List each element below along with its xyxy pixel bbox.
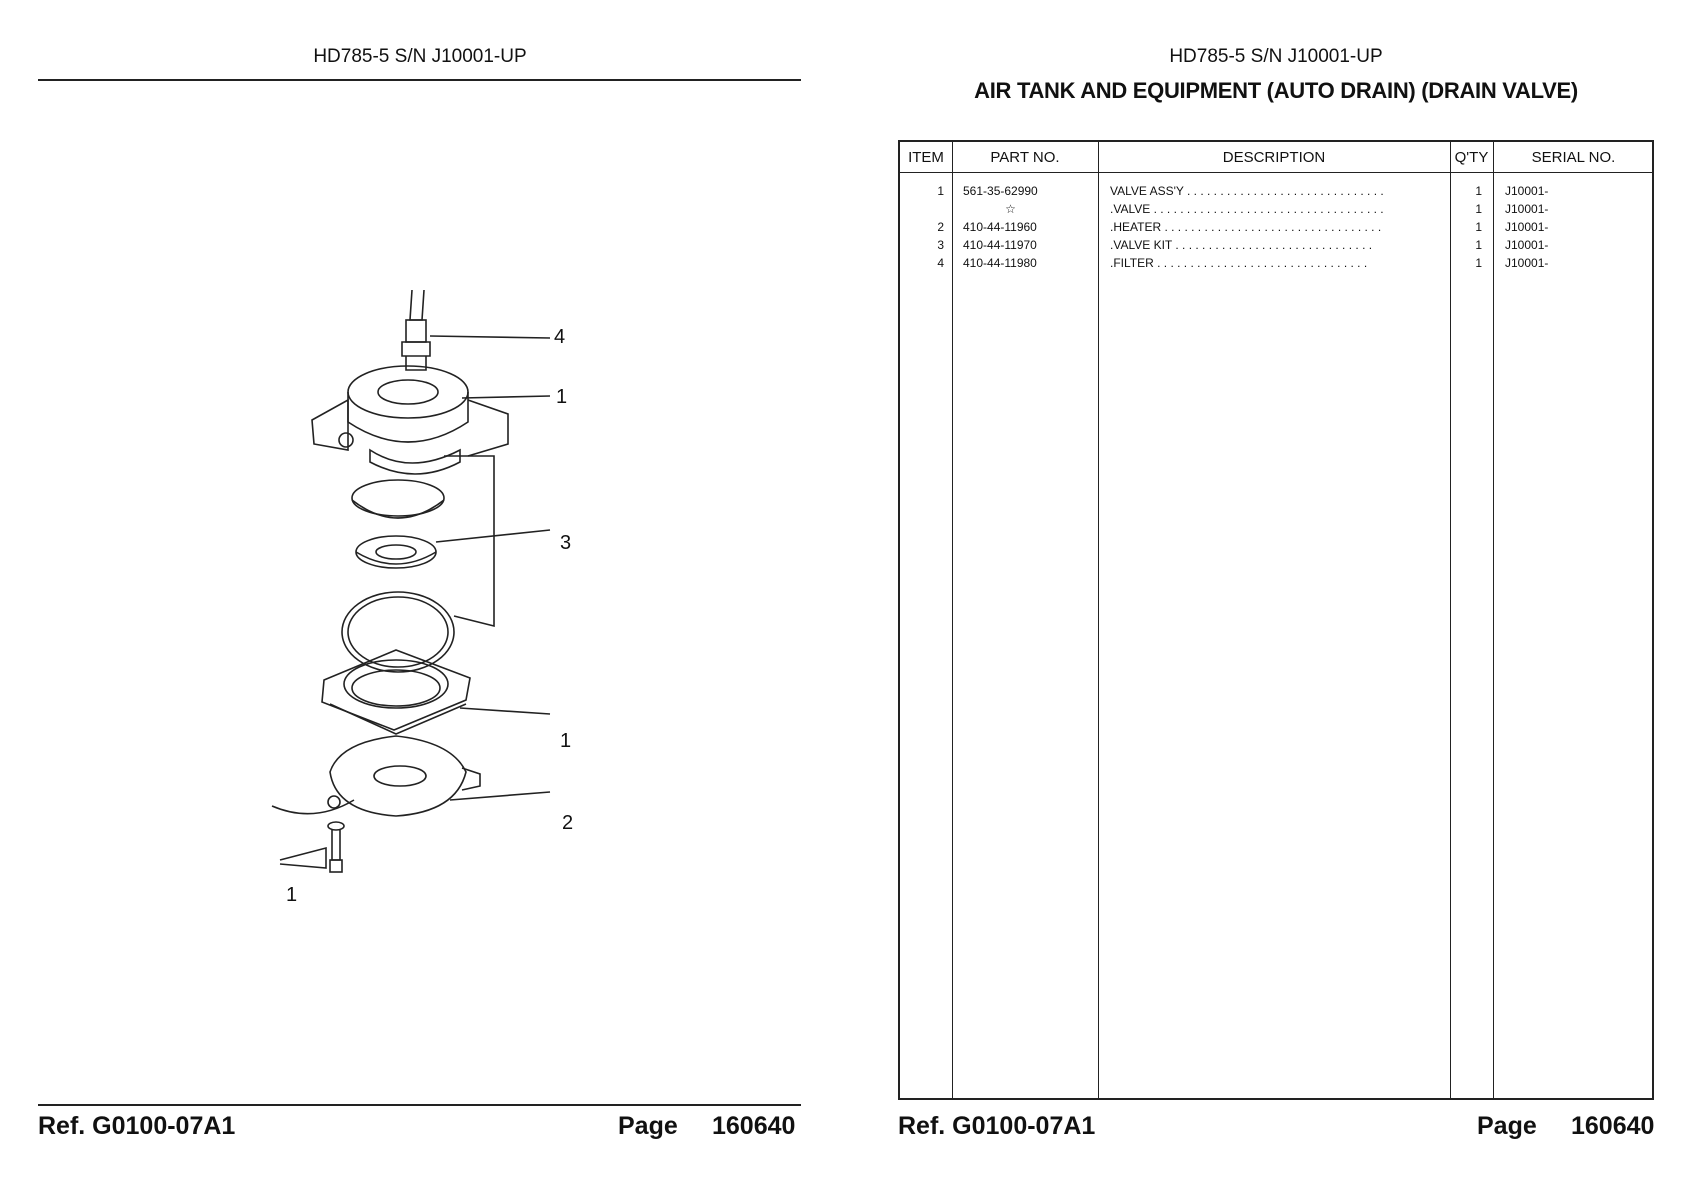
column-header-qty: Q'TY (1454, 149, 1489, 166)
row-description: .VALVE KIT . . . . . . . . . . . . . . .… (1110, 238, 1373, 252)
col-divider-1 (952, 142, 953, 1098)
left-footer-page-number: 160640 (712, 1112, 796, 1140)
callout-label-valve-assy-top: 1 (556, 386, 568, 408)
row-serial: J10001- (1505, 184, 1549, 198)
filter-nut (401, 341, 431, 371)
row-serial: J10001- (1505, 202, 1549, 216)
parts-table: ITEM PART NO. DESCRIPTION Q'TY SERIAL NO… (898, 140, 1654, 1100)
page-title: AIR TANK AND EQUIPMENT (AUTO DRAIN) (DRA… (974, 78, 1578, 103)
row-part-no: ☆ (1005, 202, 1016, 216)
right-footer-ref: Ref. G0100-07A1 (898, 1112, 1096, 1140)
row-part-no: 561-35-62990 (963, 184, 1038, 198)
left-page-header: HD785-5 S/N J10001-UP (313, 46, 527, 67)
row-qty: 1 (1475, 238, 1482, 252)
row-qty: 1 (1475, 184, 1482, 198)
drain-valve-exploded-view (271, 289, 551, 873)
row-description: .VALVE . . . . . . . . . . . . . . . . .… (1110, 202, 1384, 216)
row-serial: J10001- (1505, 256, 1549, 270)
row-qty: 1 (1475, 256, 1482, 270)
callout-label-valve-assy-lower: 1 (560, 730, 572, 752)
column-header-serial-no: SERIAL NO. (1531, 149, 1616, 166)
row-item: 1 (937, 184, 944, 198)
filter-stem (409, 289, 425, 321)
row-qty: 1 (1475, 220, 1482, 234)
filter-body (405, 319, 427, 343)
callout-label-bolt: 1 (286, 884, 298, 906)
row-description: VALVE ASS'Y . . . . . . . . . . . . . . … (1110, 184, 1384, 198)
column-header-description: DESCRIPTION (1222, 149, 1326, 166)
right-page-header: HD785-5 S/N J10001-UP (1169, 46, 1383, 67)
left-footer-page-label: Page (618, 1112, 678, 1140)
row-item: 2 (937, 220, 944, 234)
callout-label-valve-kit: 3 (560, 532, 572, 554)
right-footer-page-label: Page (1477, 1112, 1537, 1140)
right-footer-page-number: 160640 (1571, 1112, 1655, 1140)
row-part-no: 410-44-11960 (963, 220, 1037, 234)
table-row: ☆ .VALVE . . . . . . . . . . . . . . . .… (900, 202, 1652, 220)
left-header-rule (38, 79, 801, 81)
row-part-no: 410-44-11980 (963, 256, 1037, 270)
table-header-divider (900, 172, 1652, 173)
left-footer-rule (38, 1104, 801, 1106)
table-row: 4 410-44-11980 .FILTER . . . . . . . . .… (900, 256, 1652, 274)
row-item: 4 (937, 256, 944, 270)
row-serial: J10001- (1505, 238, 1549, 252)
col-divider-4 (1493, 142, 1494, 1098)
row-description: .FILTER . . . . . . . . . . . . . . . . … (1110, 256, 1368, 270)
row-serial: J10001- (1505, 220, 1549, 234)
row-part-no: 410-44-11970 (963, 238, 1037, 252)
row-description: .HEATER . . . . . . . . . . . . . . . . … (1110, 220, 1382, 234)
column-header-part-no: PART NO. (990, 149, 1060, 166)
left-footer-ref: Ref. G0100-07A1 (38, 1112, 236, 1140)
column-header-item: ITEM (908, 149, 944, 166)
row-item: 3 (937, 238, 944, 252)
table-row: 2 410-44-11960 .HEATER . . . . . . . . .… (900, 220, 1652, 238)
table-row: 3 410-44-11970 .VALVE KIT . . . . . . . … (900, 238, 1652, 256)
col-divider-3 (1450, 142, 1451, 1098)
exploded-parts-drawing (250, 280, 610, 925)
callout-label-filter: 4 (554, 326, 566, 348)
col-divider-2 (1098, 142, 1099, 1098)
callout-label-heater: 2 (562, 812, 574, 834)
table-row: 1 561-35-62990 VALVE ASS'Y . . . . . . .… (900, 184, 1652, 202)
row-qty: 1 (1475, 202, 1482, 216)
